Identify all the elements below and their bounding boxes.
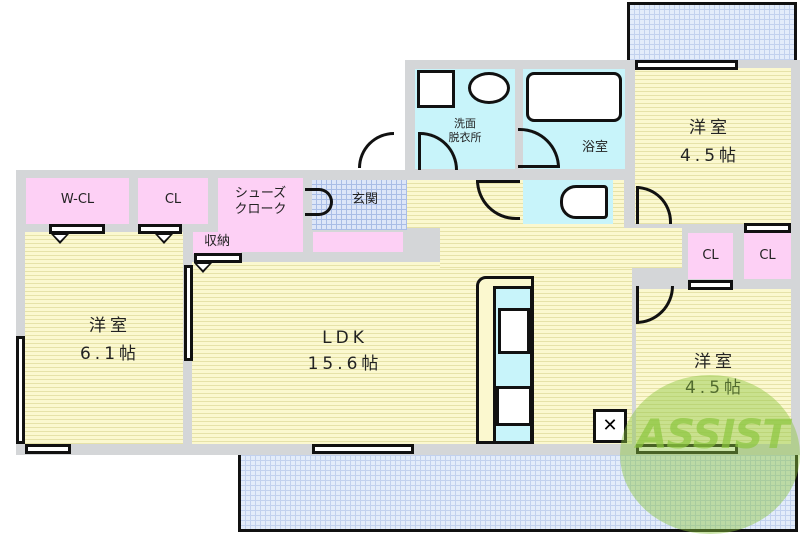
closet-3-label: CL: [759, 248, 776, 263]
closet-1-label: CL: [164, 192, 182, 207]
balcony-top-right: [627, 2, 797, 64]
closet-3: [744, 233, 791, 279]
room-western-3: [636, 289, 791, 444]
window-partition: [184, 265, 193, 361]
sink-icon: [498, 308, 530, 354]
window-bottom-right: [636, 444, 738, 454]
shoe-closet-label: シューズ クローク: [234, 186, 287, 218]
closet-1: [138, 178, 208, 224]
room-ldk-name: LDK: [322, 328, 368, 348]
entrance-label: 玄関: [351, 192, 378, 207]
room-western-3-size: 4.5帖: [684, 378, 746, 398]
walk-in-closet-label: W-CL: [60, 192, 95, 207]
room-western-1-name: 洋室: [89, 316, 131, 336]
closet-2-label: CL: [702, 248, 719, 263]
walk-in-closet: [26, 178, 129, 224]
ldk-upper: [440, 228, 682, 268]
room-ldk: [192, 262, 632, 444]
room-western-1-size: 6.1帖: [79, 344, 141, 364]
washroom-label: 洗面 脱衣所: [448, 117, 482, 144]
room-western-3-name: 洋室: [694, 352, 736, 372]
door-closet-2: [688, 280, 733, 290]
door-closet-1: [138, 224, 182, 234]
door-entrance[interactable]: [358, 132, 394, 168]
window-bottom-left: [25, 444, 71, 454]
window-ldk-bottom: [312, 444, 414, 454]
room-western-1: [25, 232, 183, 444]
room-ldk-size: 15.6帖: [307, 354, 383, 374]
closet-arrow: [51, 234, 69, 244]
storage-label: 収納: [203, 234, 230, 249]
closet-arrow: [194, 263, 212, 273]
bathtub-icon: [526, 72, 622, 122]
door-walk-in-closet: [49, 224, 105, 234]
bathroom-label: 浴室: [581, 140, 608, 155]
vent-icon: ✕: [593, 409, 627, 443]
room-western-2-size: 4.5帖: [679, 146, 741, 166]
washer-icon: [417, 70, 455, 108]
watermark-logo: [620, 375, 800, 534]
storage: [193, 232, 241, 254]
balcony-bottom: [238, 448, 798, 532]
entry-storage: [313, 232, 403, 252]
window-top-right: [635, 60, 738, 70]
watermark-text: ASSIST: [636, 412, 789, 458]
closet-arrow: [155, 234, 173, 244]
toilet-icon: [560, 185, 608, 219]
window-left: [16, 336, 25, 444]
door-closet-3: [744, 223, 791, 233]
closet-2: [688, 233, 733, 279]
stove-icon: [496, 386, 532, 426]
washbasin-icon: [468, 72, 510, 104]
room-western-2-name: 洋室: [689, 118, 731, 138]
door-storage: [194, 253, 242, 263]
door-shoe-closet[interactable]: [305, 188, 333, 216]
